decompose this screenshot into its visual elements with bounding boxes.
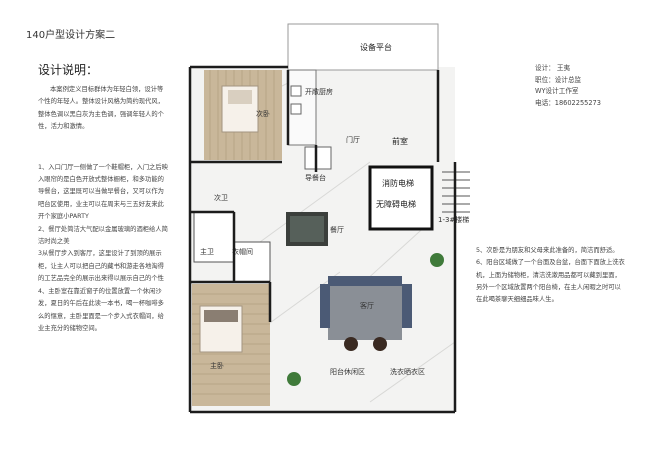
label-front-room: 前室 [392,136,408,146]
design-description: 本案例定义目标群体为年轻白领，设计等个性的年轻人。整体设计风格为简约现代风，整体… [38,84,168,335]
section-title: 设计说明： [38,63,99,77]
designer: 设计： 王夷 [535,64,571,72]
note-6: 6、阳台区域做了一个台面及台盆，台面下面放上洗衣机，上面为储物柜，清洁洗漱用品都… [476,259,625,304]
label-open-kitchen: 开敞厨房 [305,87,333,96]
label-laundry-area: 洗衣晒衣区 [390,367,425,376]
guide-table [304,146,332,170]
note-3: 3从餐厅步入到客厅，这里设计了到顶的展示柜，让主人可以把自己的藏书和游走各地淘得… [38,250,164,283]
label-secondary-bedroom: 次卧 [256,109,270,118]
note-2: 2、餐厅处简洁大气配以金属玻璃的酒柜给人简洁时尚之美 [38,225,168,246]
label-foyer: 门厅 [346,135,360,144]
label-secondary-bath: 次卫 [214,193,228,202]
studio: WY设计工作室 [535,87,579,95]
right-notes: 5、次卧是为朋友和父母来此准备的，简洁而舒适。 6、阳台区域做了一个台面及台盆，… [476,245,626,306]
elevator-box [368,165,434,231]
position: 职位：设计总监 [535,75,582,84]
label-equipment-platform: 设备平台 [360,42,392,52]
note-1: 1、入口门厅一侧做了一个鞋帽柜，入门之后映入眼帘的是白色开放式整体橱柜，和多功能… [38,163,168,221]
label-walk-in-closet: 衣帽间 [232,247,253,256]
floor-plan: 设备平台 次卧 开敞厨房 导餐台 门厅 前室 消防电梯 无障碍电梯 1-3#楼梯… [188,23,470,414]
intro-paragraph: 本案例定义目标群体为年轻白领，设计等个性的年轻人。整体设计风格为简约现代风，整体… [38,86,164,131]
phone: 电话：18602255273 [535,98,601,107]
label-fire-elevator: 消防电梯 [382,178,414,188]
credits: 设计： 王夷 职位：设计总监 WY设计工作室 电话：18602255273 [535,63,601,109]
note-5: 5、次卧是为朋友和父母来此准备的，简洁而舒适。 [476,247,619,254]
living-rug [328,284,402,340]
note-4: 4、主卧室在靠近窗子的位置放置一个休闲沙发，夏日的午后在此读一本书，喝一杯咖啡多… [38,287,164,332]
label-master-bath: 主卫 [200,247,214,256]
plan-walls [188,65,457,414]
page-title: 140户型设计方案二 [26,30,116,41]
label-guide-table: 导餐台 [305,173,326,182]
label-stairs: 1-3#楼梯 [438,215,469,224]
equipment-platform [287,23,439,71]
label-master-bedroom: 主卧 [210,361,224,370]
label-living: 客厅 [360,301,374,310]
label-barrier-free-elevator: 无障碍电梯 [376,199,416,209]
label-dining: 餐厅 [330,225,344,234]
label-balcony-leisure: 阳台休闲区 [330,367,365,376]
sofa [328,276,402,286]
